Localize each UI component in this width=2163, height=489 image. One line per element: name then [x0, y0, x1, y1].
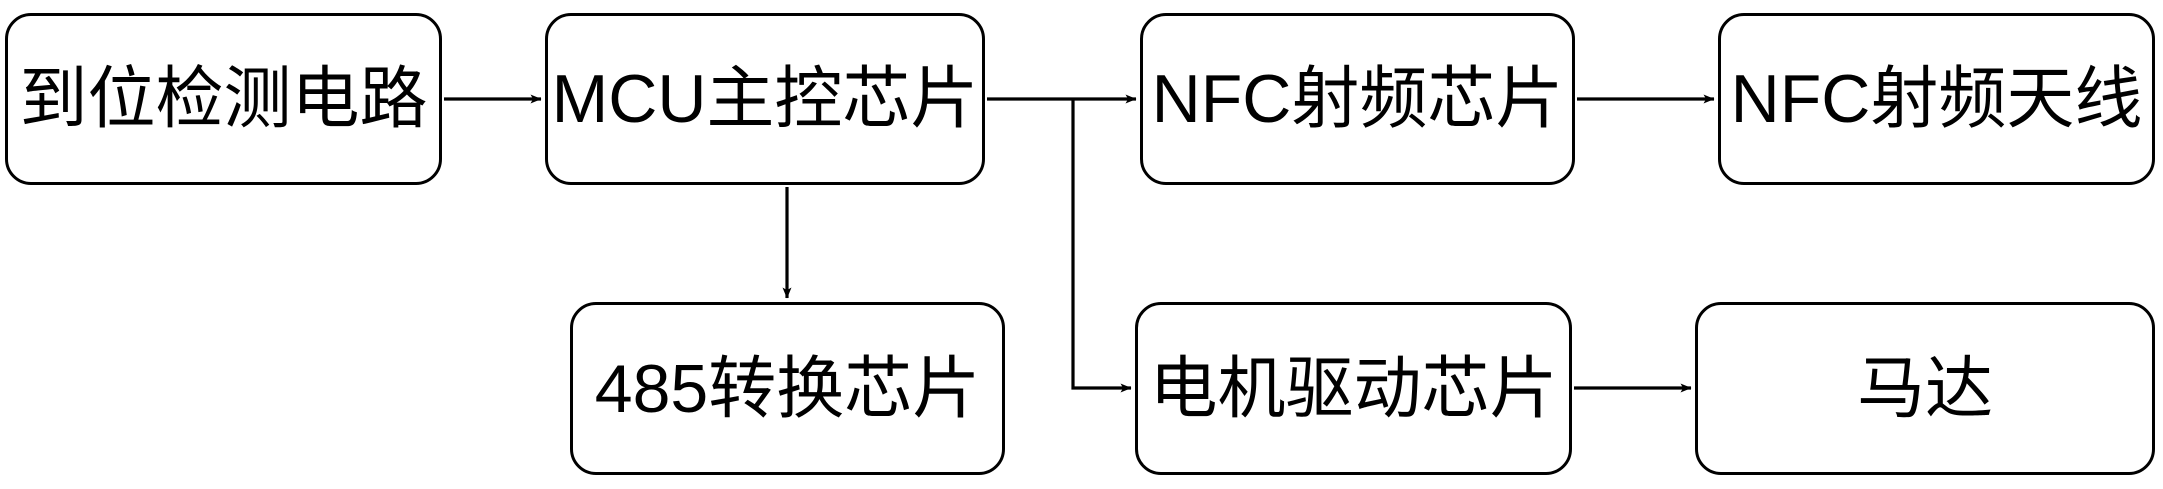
- node-nfc-chip[interactable]: NFC射频芯片: [1140, 13, 1575, 185]
- node-rs485-converter[interactable]: 485转换芯片: [570, 302, 1005, 475]
- node-label: 电机驱动芯片: [1149, 350, 1558, 427]
- node-nfc-antenna[interactable]: NFC射频天线: [1718, 13, 2155, 185]
- edge-mcu-to-motor-driver: [1071, 99, 1132, 393]
- node-label: NFC射频天线: [1730, 61, 2143, 137]
- node-position-detect[interactable]: 到位检测电路: [5, 13, 442, 185]
- node-label: 485转换芯片: [594, 350, 981, 427]
- node-label: NFC射频芯片: [1151, 61, 1564, 137]
- node-label: 到位检测电路: [19, 61, 428, 137]
- node-mcu[interactable]: MCU主控芯片: [545, 13, 985, 185]
- node-label: 马达: [1856, 350, 1993, 427]
- node-motor-driver[interactable]: 电机驱动芯片: [1135, 302, 1572, 475]
- node-label: MCU主控芯片: [551, 61, 979, 137]
- node-motor[interactable]: 马达: [1695, 302, 2155, 475]
